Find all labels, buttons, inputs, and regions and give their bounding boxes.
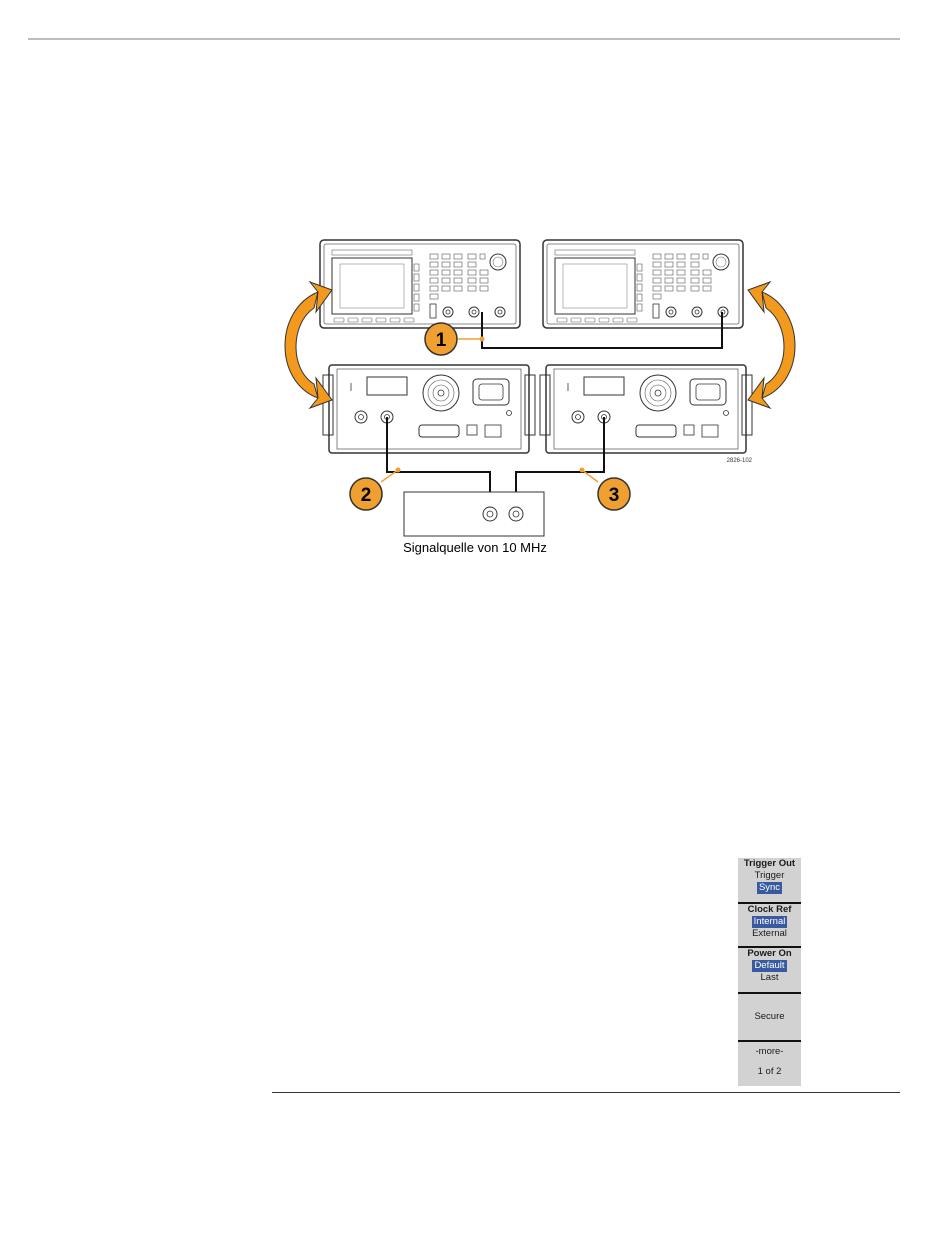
- trigger-out-title: Trigger Out: [738, 858, 801, 870]
- clock-ref-title: Clock Ref: [738, 904, 801, 916]
- callout-2: 2: [350, 478, 382, 510]
- trigger-out-option: Trigger: [738, 870, 801, 882]
- more-button[interactable]: -more- 1 of 2: [738, 1042, 801, 1086]
- clock-ref-option: External: [738, 928, 801, 940]
- svg-text:3: 3: [609, 485, 620, 506]
- trigger-out-button[interactable]: Trigger Out Trigger Sync: [738, 858, 801, 902]
- part-number: 2826-102: [727, 458, 753, 464]
- power-on-title: Power On: [738, 948, 801, 960]
- clock-ref-selected: Internal: [752, 916, 788, 928]
- bottom-rule: [272, 1092, 900, 1093]
- power-on-option: Last: [738, 972, 801, 984]
- clock-ref-button[interactable]: Clock Ref Internal External: [738, 904, 801, 946]
- rear-panel-right: [540, 365, 752, 453]
- page-indicator: 1 of 2: [738, 1066, 801, 1078]
- secure-label: Secure: [754, 1011, 784, 1022]
- callout-1: 1: [425, 323, 457, 355]
- power-on-selected: Default: [752, 960, 786, 972]
- secure-button[interactable]: Secure: [738, 994, 801, 1040]
- power-on-button[interactable]: Power On Default Last: [738, 948, 801, 992]
- top-rule: [28, 38, 900, 40]
- rear-panel-left: [323, 365, 535, 453]
- rotate-arrow-right: [762, 292, 795, 398]
- front-panel-left: [320, 240, 520, 328]
- figure-caption: Signalquelle von 10 MHz: [380, 540, 570, 555]
- rotate-arrow-left: [285, 292, 318, 398]
- connection-diagram: 1 2 3 2826-102: [260, 230, 820, 570]
- svg-text:2: 2: [361, 485, 372, 506]
- trigger-out-selected: Sync: [757, 882, 782, 894]
- svg-text:1: 1: [436, 330, 447, 351]
- more-label: -more-: [738, 1046, 801, 1058]
- callout-3: 3: [598, 478, 630, 510]
- bezel-menu: Trigger Out Trigger Sync Clock Ref Inter…: [738, 858, 801, 1086]
- front-panel-right: [543, 240, 743, 328]
